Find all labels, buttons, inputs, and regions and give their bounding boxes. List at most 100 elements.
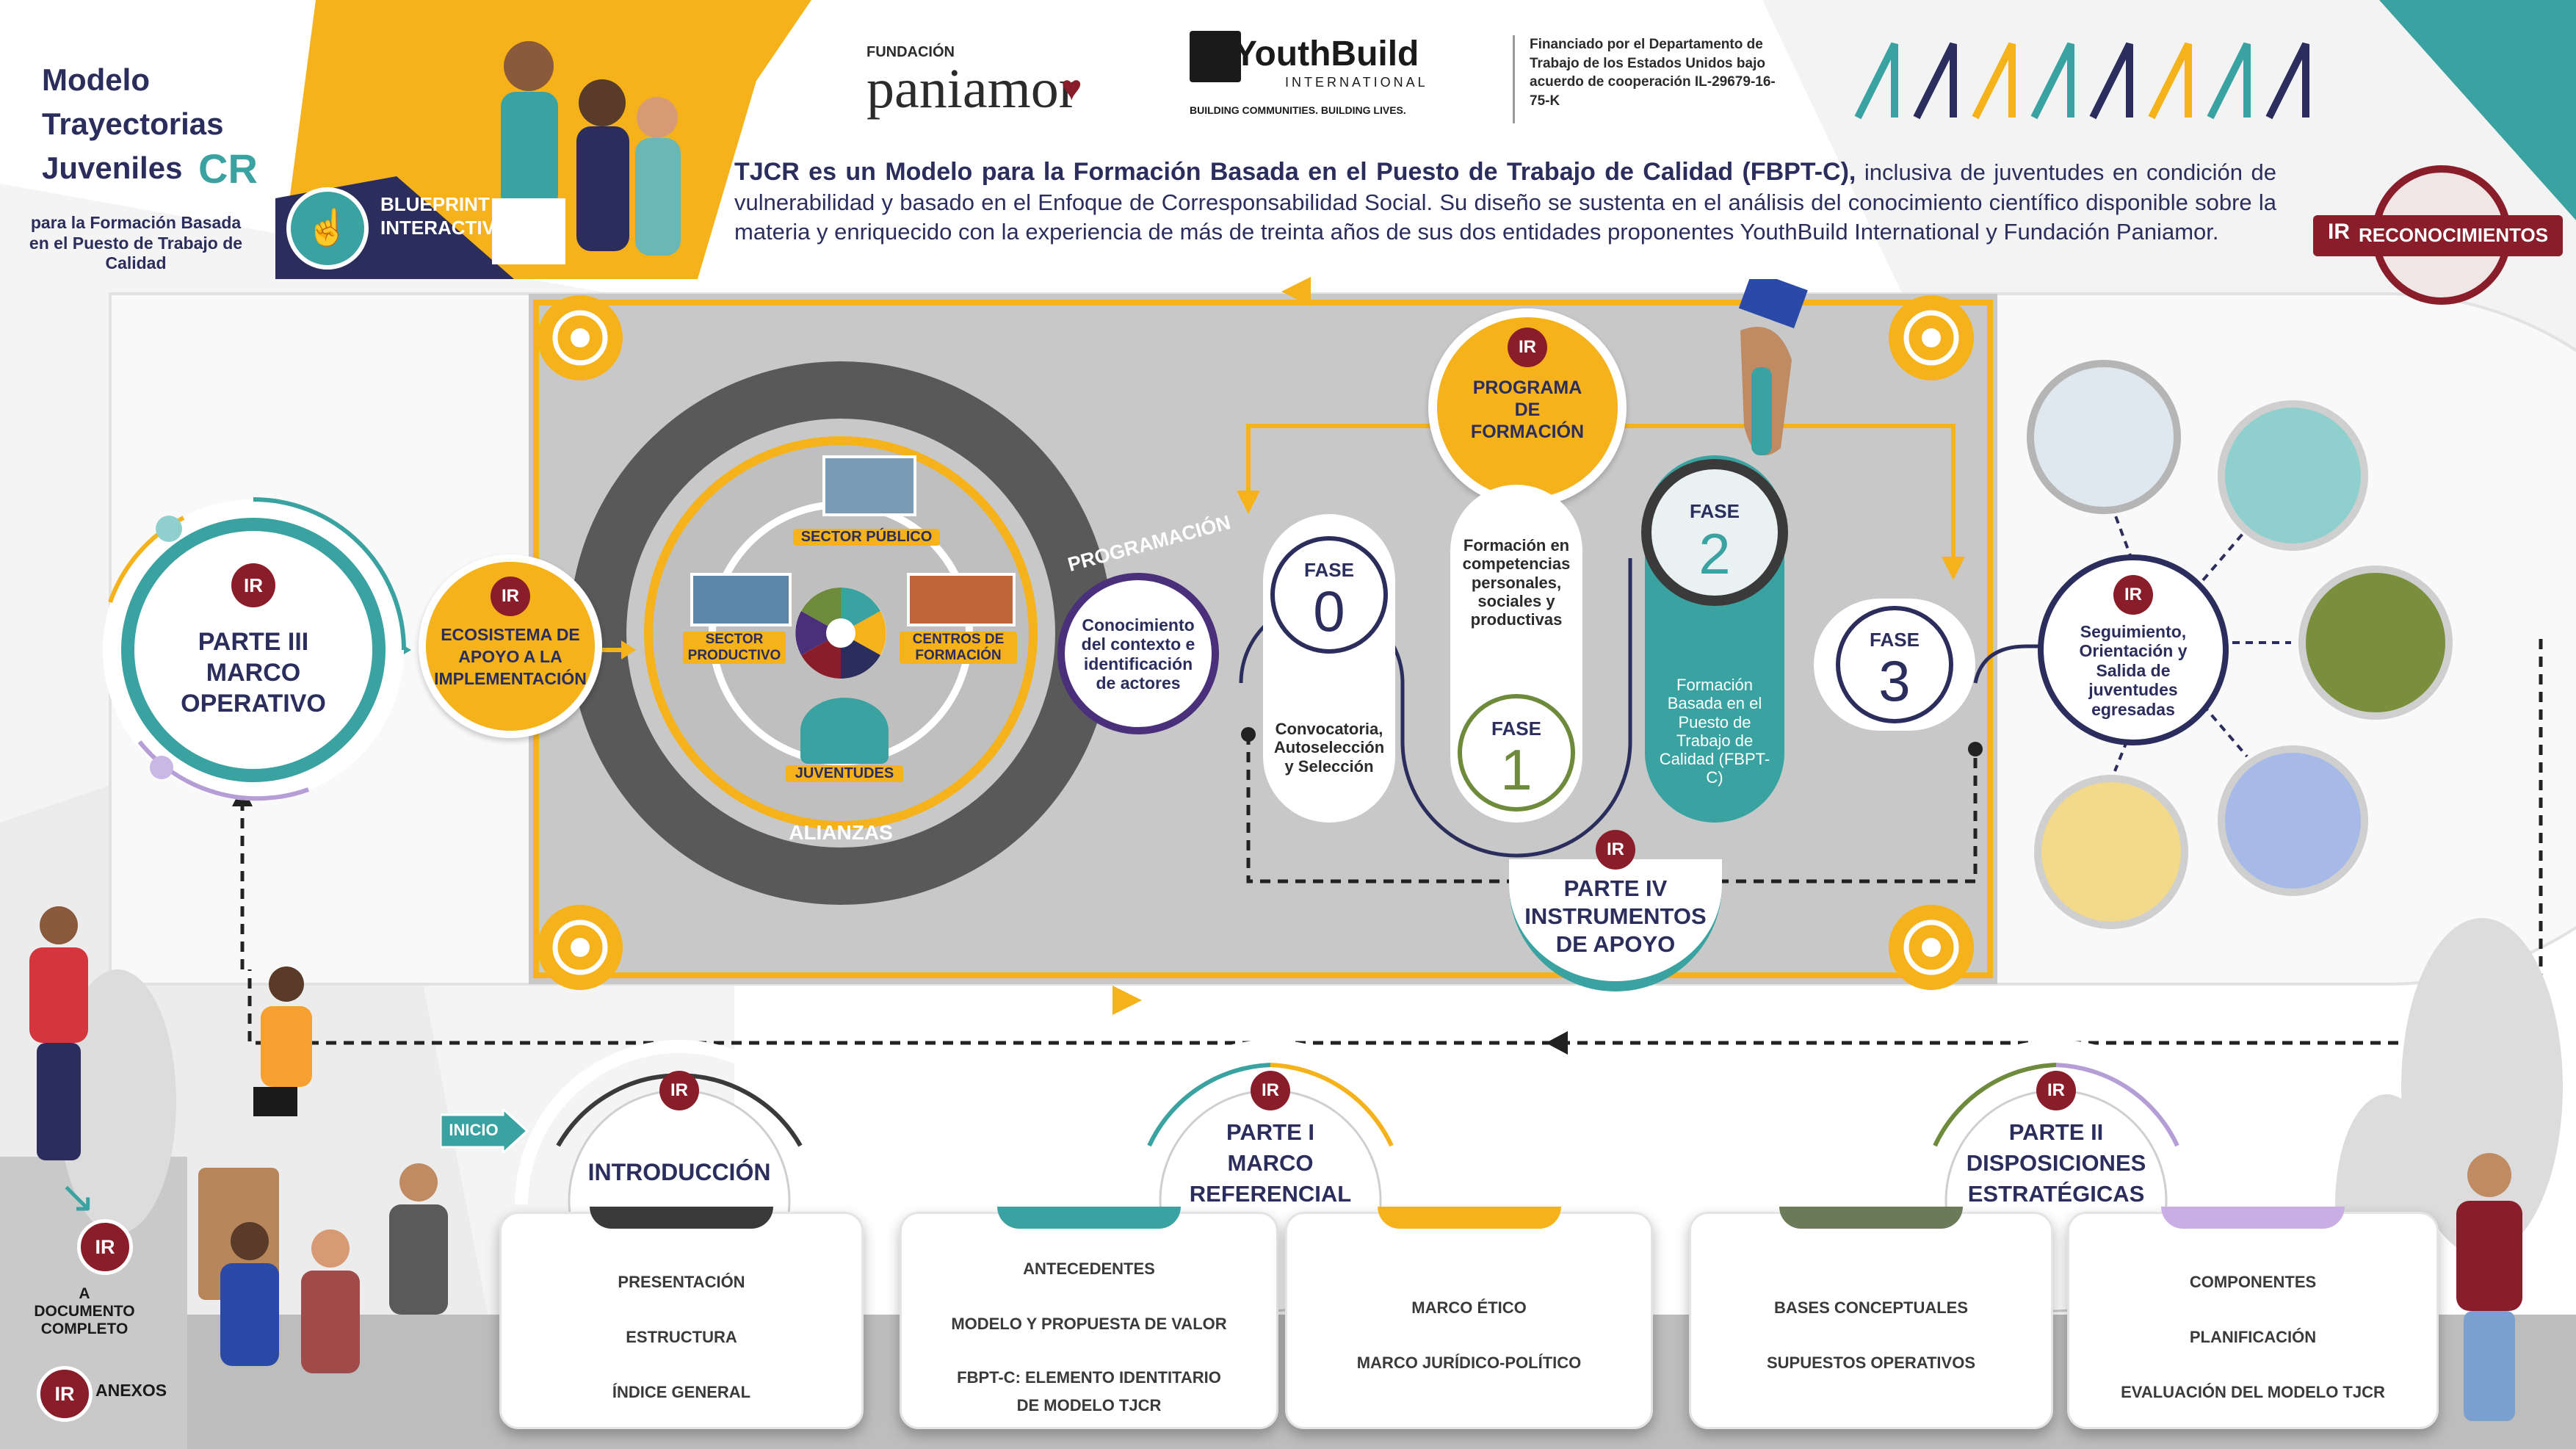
parte-iii-line3: OPERATIVO	[181, 690, 326, 718]
worker-circle-5	[2034, 775, 2188, 929]
programa-line3: FORMACIÓN	[1470, 422, 1585, 442]
item-bases-conceptuales[interactable]: BASES CONCEPTUALES	[1773, 1298, 1969, 1317]
factory-icon	[690, 573, 792, 626]
blueprint-badge[interactable]: ☝ BLUEPRINT INTERACTIVO	[286, 187, 529, 275]
fase-1-number: 1	[1500, 737, 1533, 802]
logo-line3: Juveniles	[42, 151, 183, 185]
building-icon	[822, 455, 916, 516]
juventudes: JUVENTUDES	[786, 698, 903, 793]
programa-formacion-node[interactable]: IR PROGRAMA DE FORMACIÓN	[1428, 308, 1627, 507]
parte-iii-node[interactable]: IR PARTE III MARCO OPERATIVO	[121, 518, 386, 782]
blueprint-label2: INTERACTIVO	[380, 217, 510, 239]
parte-iv-ir: IR	[1596, 830, 1635, 870]
model-description: TJCR es un Modelo para la Formación Basa…	[734, 156, 2276, 247]
reconocimientos-ribbon	[2313, 215, 2563, 256]
seguimiento-node[interactable]: IR Seguimiento, Orientación y Salida de …	[2038, 554, 2229, 745]
worker-circle-3	[2298, 565, 2453, 720]
item-fbpt-c[interactable]: FBPT-C: ELEMENTO IDENTITARIO	[957, 1368, 1221, 1387]
fase-1[interactable]: Formación en competencias personales, so…	[1450, 485, 1582, 823]
item-indice-general[interactable]: ÍNDICE GENERAL	[612, 1383, 751, 1401]
fase-1-word: FASE	[1491, 718, 1541, 740]
logo-subtitle: para la Formación Basada en el Puesto de…	[29, 213, 243, 273]
fase-0[interactable]: FASE 0 Convocatoria, Autoselección y Sel…	[1263, 514, 1395, 823]
anexos-label: ANEXOS	[95, 1381, 167, 1400]
blueprint-label1: BLUEPRINT	[380, 193, 490, 215]
centros-label: CENTROS DE FORMACIÓN	[900, 632, 1017, 664]
parte-ii-header[interactable]: IR PARTE II DISPOSICIONES ESTRATÉGICAS	[1946, 1058, 2166, 1226]
item-modelo-propuesta[interactable]: MODELO Y PROPUESTA DE VALOR	[951, 1315, 1227, 1333]
fase-0-text: Convocatoria, Autoselección y Selección	[1273, 720, 1385, 776]
parte-ii-right-tab	[2161, 1207, 2345, 1229]
anexos-ir: IR	[37, 1366, 93, 1422]
introduccion-header[interactable]: IR INTRODUCCIÓN	[569, 1058, 789, 1226]
seguimiento-ir: IR	[2113, 575, 2153, 615]
reconocimientos-label: RECONOCIMIENTOS	[2359, 224, 2549, 246]
pointer-icon: ☝	[286, 187, 369, 270]
parte-iii-line2: MARCO	[206, 659, 301, 687]
youthbuild-tagline: BUILDING COMMUNITIES. BUILDING LIVES.	[1190, 104, 1406, 116]
item-estructura[interactable]: ESTRUCTURA	[626, 1328, 737, 1346]
fase-0-ring	[1270, 536, 1388, 654]
parte-i-line1: PARTE I	[1226, 1119, 1314, 1145]
ecosistema-ir: IR	[491, 577, 530, 616]
fase-3-number: 3	[1878, 648, 1911, 713]
item-supuestos-operativos[interactable]: SUPUESTOS OPERATIVOS	[1766, 1354, 1976, 1372]
parte-i-right-card: MARCO ÉTICO MARCO JURÍDICO-POLÍTICO	[1285, 1207, 1653, 1429]
alianzas-label: ALIANZAS	[789, 821, 893, 844]
inicio-button[interactable]: INICIO	[439, 1106, 529, 1156]
sector-productivo: SECTOR PRODUCTIVO	[668, 573, 808, 668]
worker-circle-1	[2027, 360, 2181, 514]
fase-3[interactable]: FASE 3	[1814, 599, 1975, 731]
fase-2[interactable]: FASE 2 Formación Basada en el Puesto de …	[1641, 455, 1788, 823]
parte-iv-line3: DE APOYO	[1555, 931, 1676, 957]
item-antecedentes[interactable]: ANTECEDENTES	[1023, 1260, 1155, 1278]
item-planificacion[interactable]: PLANIFICACIÓN	[2189, 1328, 2317, 1346]
fase-0-number: 0	[1313, 579, 1345, 643]
parte-ii-line3: ESTRATÉGICAS	[1967, 1181, 2145, 1207]
ecosistema-circle	[419, 554, 602, 738]
pointer-down-icon: ↘	[59, 1172, 96, 1221]
parte-iv-line2: INSTRUMENTOS	[1524, 903, 1707, 929]
anexos-button[interactable]: IR ANEXOS	[37, 1366, 198, 1422]
person-illustration-right	[2456, 1153, 2522, 1421]
reconocimientos-button[interactable]: IR RECONOCIMIENTOS	[2298, 165, 2570, 312]
parte-i-header[interactable]: IR PARTE I MARCO REFERENCIAL	[1160, 1058, 1381, 1226]
parte-i-ir: IR	[1251, 1071, 1290, 1110]
item-presentacion[interactable]: PRESENTACIÓN	[618, 1273, 745, 1291]
introduccion-title: INTRODUCCIÓN	[587, 1159, 771, 1185]
item-componentes[interactable]: COMPONENTES	[2189, 1273, 2317, 1291]
description-bold: TJCR es un Modelo para la Formación Basa…	[734, 158, 1856, 186]
decorative-pattern	[1854, 42, 2309, 120]
sector-productivo-label: SECTOR PRODUCTIVO	[683, 632, 786, 664]
fase-1-text: Formación en competencias personales, so…	[1462, 536, 1571, 629]
documento-completo-button[interactable]: ↘ IR A DOCUMENTO COMPLETO	[15, 1171, 184, 1337]
fase-0-word: FASE	[1304, 559, 1354, 581]
item-marco-etico[interactable]: MARCO ÉTICO	[1411, 1298, 1527, 1317]
item-marco-juridico[interactable]: MARCO JURÍDICO-POLÍTICO	[1356, 1354, 1582, 1372]
youthbuild-logo: YouthBuild INTERNATIONAL BUILDING COMMUN…	[1190, 31, 1447, 119]
heart-icon: ♥	[1061, 69, 1082, 108]
worker-circle-2	[2218, 400, 2368, 551]
funding-text: Financiado por el Departamento de Trabaj…	[1530, 37, 1776, 109]
introduccion-card: PRESENTACIÓN ESTRUCTURA ÍNDICE GENERAL	[499, 1207, 864, 1429]
parte-ii-left-card: BASES CONCEPTUALES SUPUESTOS OPERATIVOS	[1689, 1207, 2053, 1429]
parte-ii-right-card: COMPONENTES PLANIFICACIÓN EVALUACIÓN DEL…	[2067, 1207, 2439, 1429]
parte-i-right-tab	[1377, 1207, 1561, 1229]
paniamor-name: paniamor	[866, 58, 1078, 120]
juventudes-label: JUVENTUDES	[786, 765, 903, 782]
item-modelo-tjcr[interactable]: DE MODELO TJCR	[1016, 1396, 1162, 1414]
parte-ii-line2: DISPOSICIONES	[1966, 1150, 2146, 1176]
programacion-circle	[1057, 573, 1219, 734]
ecosistema-node[interactable]: IR ECOSISTEMA DE APOYO A LA IMPLEMENTACI…	[419, 554, 602, 738]
introduccion-card-tab	[590, 1207, 773, 1229]
parte-iv-node[interactable]: IR PARTE IV INSTRUMENTOS DE APOYO	[1509, 815, 1722, 999]
introduccion-ir: IR	[659, 1071, 699, 1110]
parte-i-line3: REFERENCIAL	[1189, 1181, 1352, 1207]
parte-iii-line1: PARTE III	[198, 628, 309, 656]
people-illustration-left	[29, 906, 448, 1373]
hand-illustration	[1711, 270, 1814, 470]
ecosistema-line2: APOYO A LA	[458, 647, 562, 666]
item-evaluacion[interactable]: EVALUACIÓN DEL MODELO TJCR	[2121, 1383, 2385, 1401]
programacion-node[interactable]: Conocimiento del contexto e identificaci…	[1057, 573, 1219, 734]
